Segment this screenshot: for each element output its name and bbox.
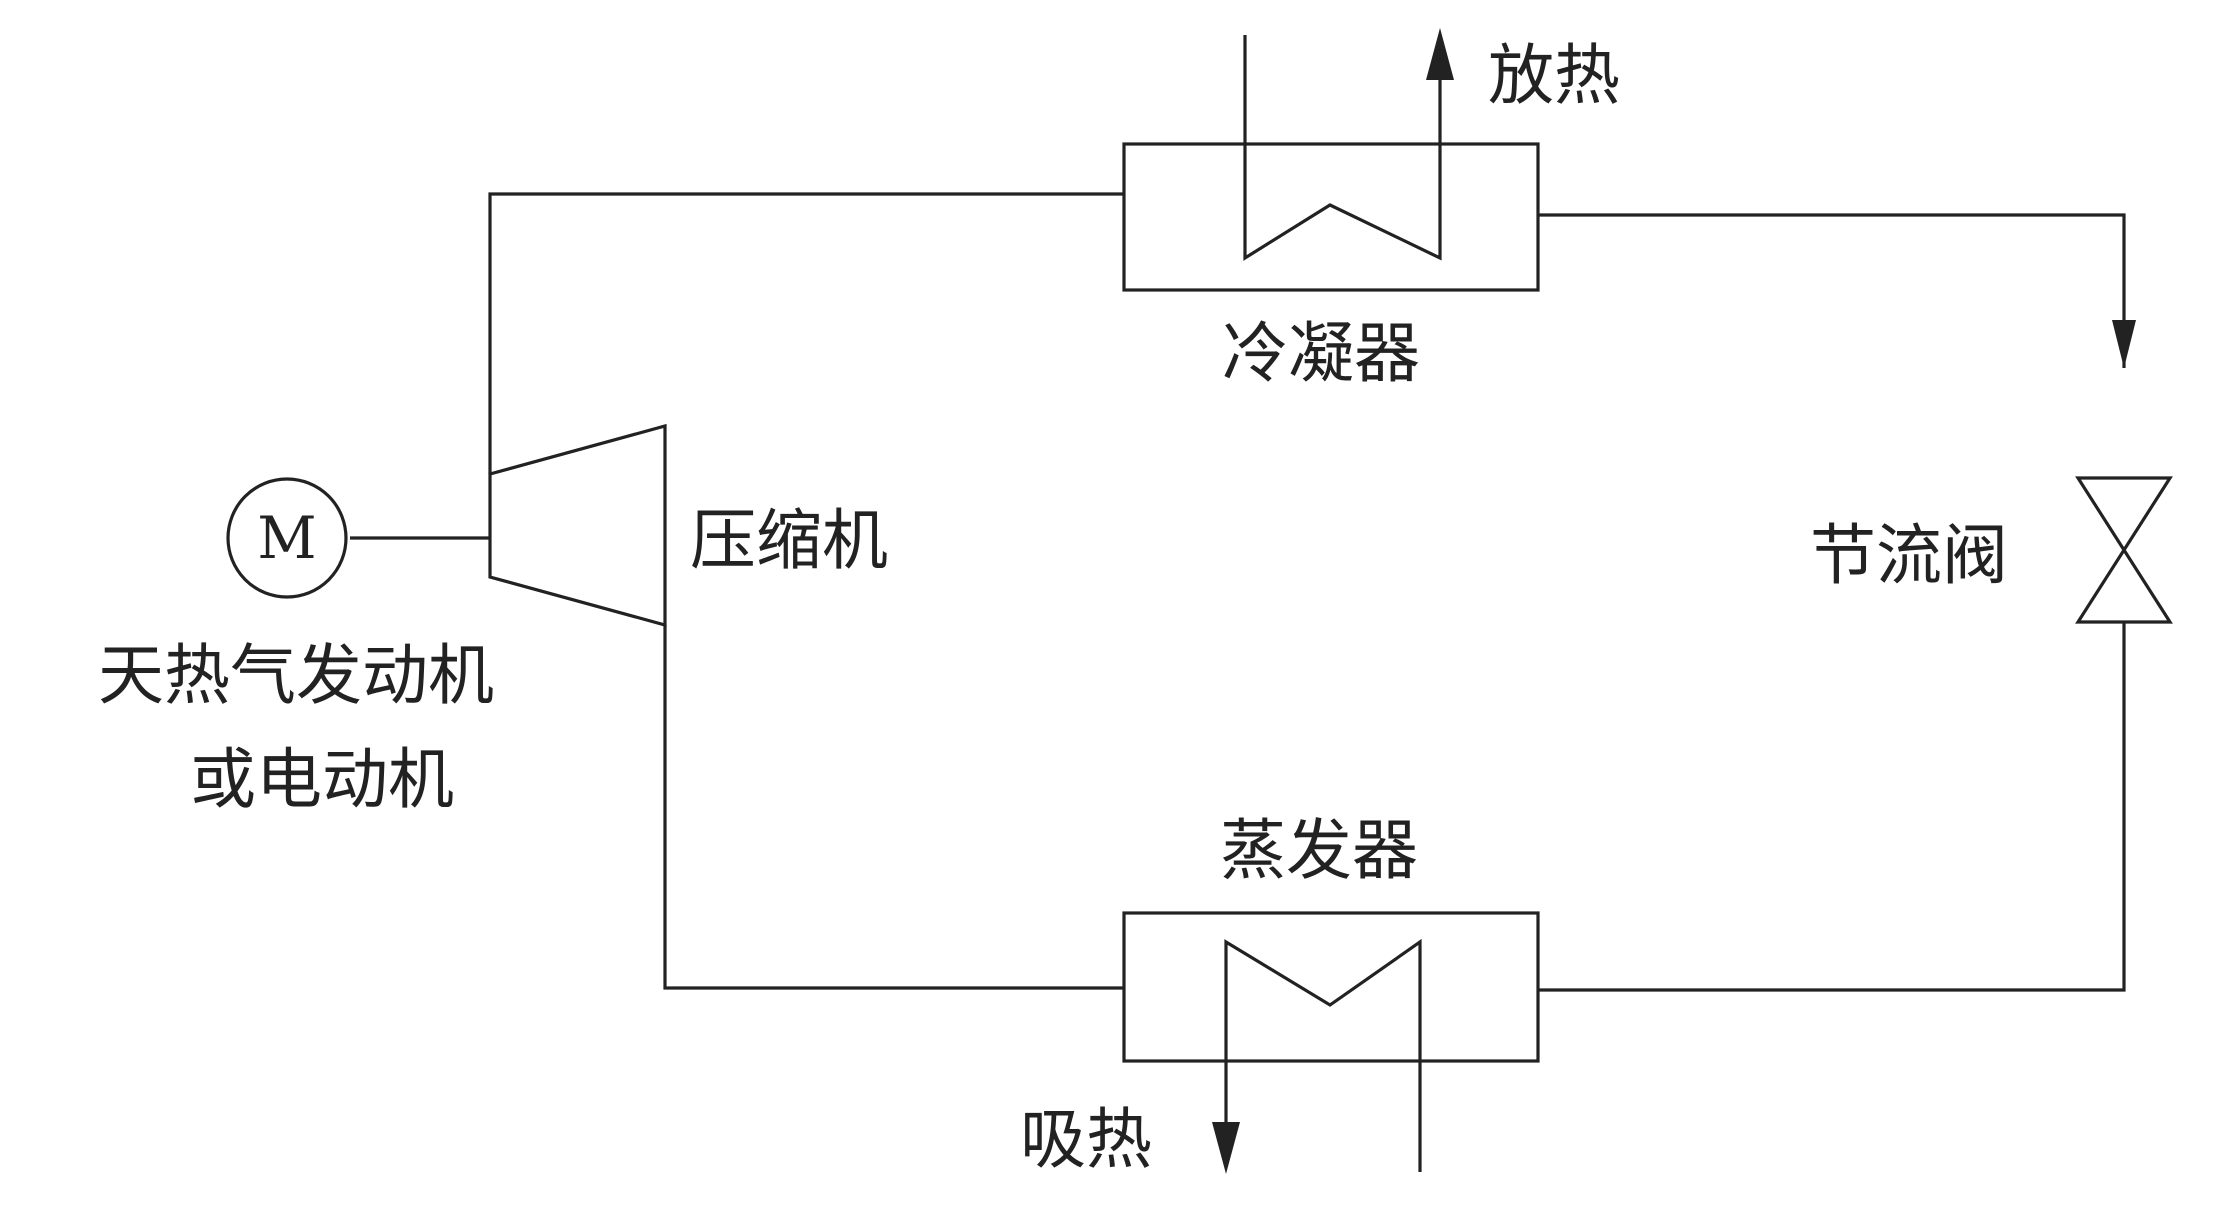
motor-circle (226, 477, 348, 599)
heat-release-arrow (1426, 28, 1454, 80)
valve-label: 节流阀 (1810, 517, 2008, 594)
condenser-box (1122, 142, 1540, 292)
motor-symbol-text: M (257, 504, 316, 572)
condenser-heat-label: 放热 (1488, 37, 1620, 114)
evaporator-heat-label: 吸热 (1020, 1101, 1152, 1178)
pipe-compressor-to-condenser (488, 192, 1124, 474)
heat-absorb-arrow (1212, 1122, 1240, 1174)
evaporator-coil (1224, 938, 1422, 1172)
pipe-evaporator-to-compressor (663, 625, 1124, 990)
throttle-valve-symbol (2075, 476, 2173, 624)
compressor-label: 压缩机 (690, 502, 888, 579)
evaporator-box (1122, 911, 1540, 1063)
compressor-symbol (488, 423, 667, 628)
condenser-coil (1243, 35, 1442, 261)
motor-label-line2: 或电动机 (190, 741, 454, 818)
evaporator-label: 蒸发器 (1220, 812, 1418, 889)
pipe-condenser-to-valve (1538, 213, 2126, 368)
motor-label-line1: 天热气发动机 (98, 637, 494, 714)
flow-arrow-to-valve (2112, 320, 2136, 368)
condenser-label: 冷凝器 (1222, 315, 1420, 392)
pipe-valve-to-evaporator (1538, 622, 2126, 992)
